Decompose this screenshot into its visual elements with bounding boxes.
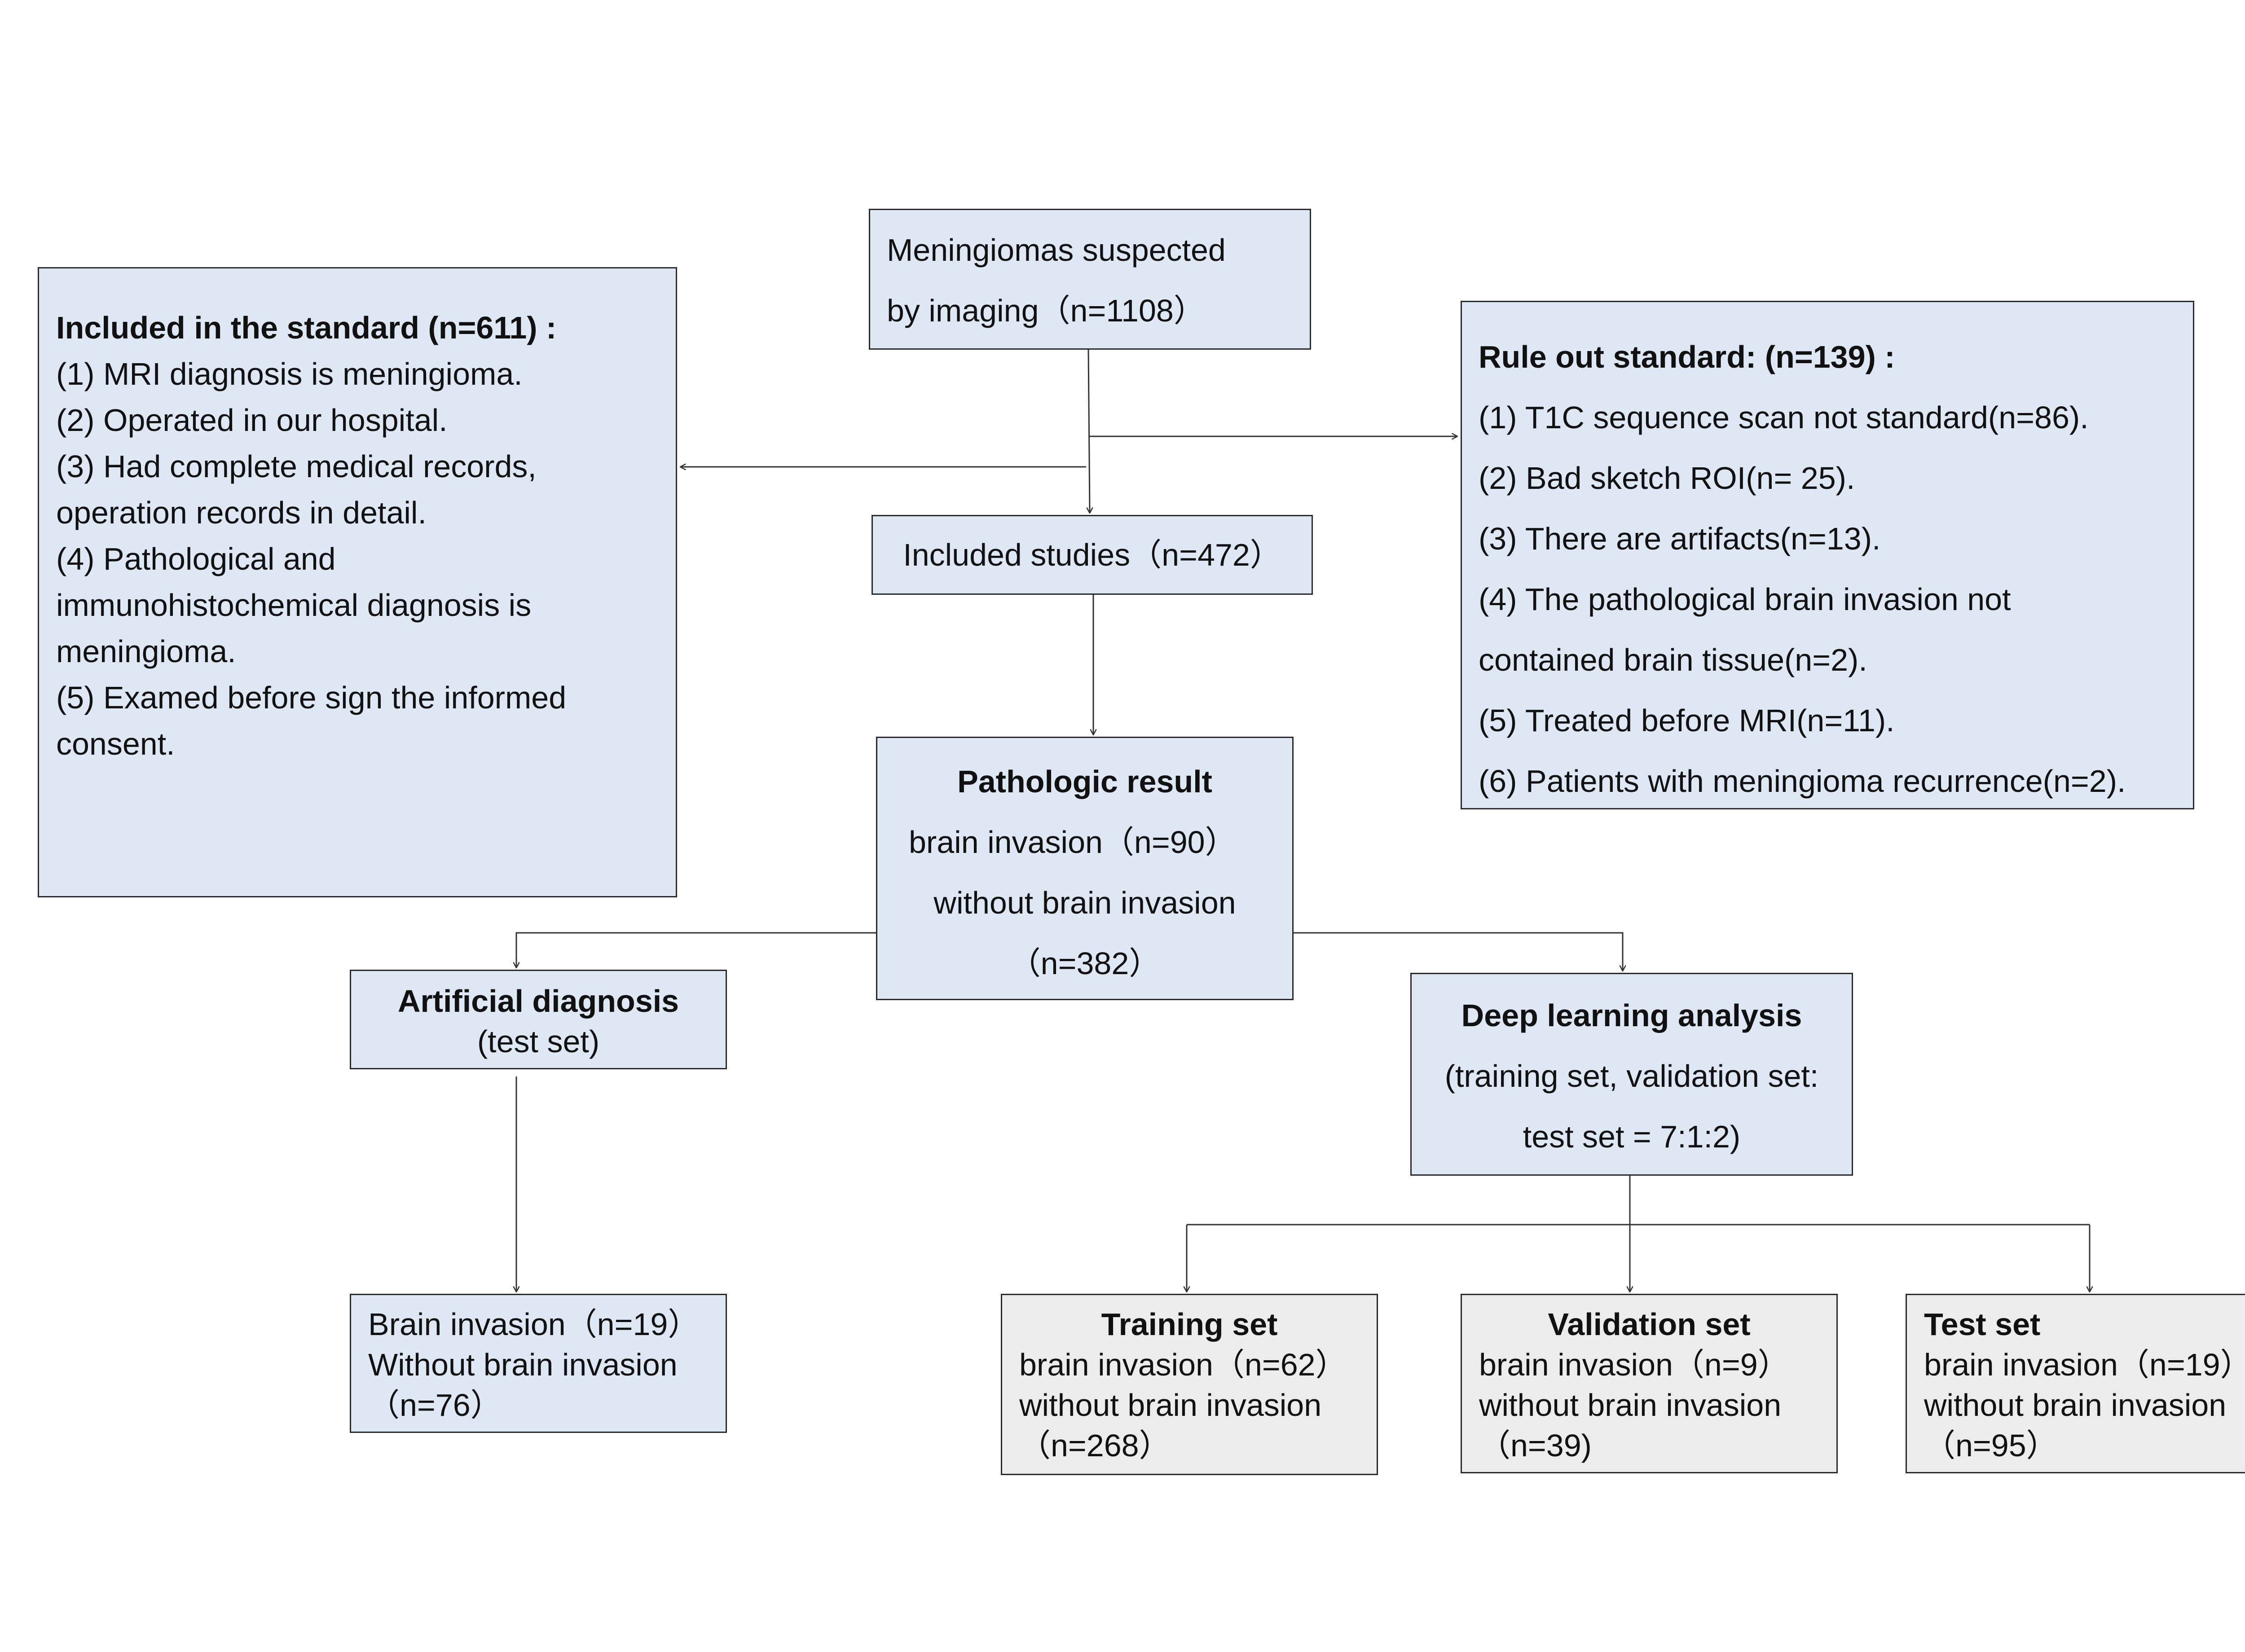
exclusion-line: (6) Patients with meningioma recurrence(…: [1479, 764, 2126, 799]
inclusion-line: (1) MRI diagnosis is meningioma.: [56, 356, 523, 391]
inclusion-line: (3) Had complete medical records,: [56, 449, 537, 484]
deep-learning-title: Deep learning analysis: [1461, 998, 1802, 1033]
training-set-box: Training set brain invasion（n=62） withou…: [1001, 1294, 1378, 1475]
artificial-title: Artificial diagnosis: [397, 984, 679, 1019]
inclusion-line: (5) Examed before sign the informed: [56, 680, 567, 715]
validation-title: Validation set: [1548, 1307, 1751, 1342]
pathologic-line-3: （n=382）: [1009, 946, 1161, 981]
test-title: Test set: [1924, 1307, 2041, 1342]
training-line-1: brain invasion（n=62）: [1019, 1347, 1347, 1382]
exclusion-title: Rule out standard: (n=139) :: [1479, 339, 1895, 374]
validation-line-3: （n=39): [1479, 1428, 1592, 1463]
inclusion-line: immunohistochemical diagnosis is: [56, 588, 532, 623]
test-line-3: （n=95）: [1924, 1428, 2058, 1463]
test-line-1: brain invasion（n=19）: [1924, 1347, 2245, 1382]
deep-learning-box: Deep learning analysis (training set, va…: [1410, 973, 1853, 1176]
artificial-result-line-2: Without brain invasion: [368, 1347, 678, 1382]
inclusion-line: meningioma.: [56, 634, 236, 669]
inclusion-line: (2) Operated in our hospital.: [56, 403, 448, 438]
artificial-result-box: Brain invasion（n=19） Without brain invas…: [350, 1294, 727, 1433]
validation-set-box: Validation set brain invasion（n=9） witho…: [1461, 1294, 1838, 1473]
arrow-top-to-studies: [1088, 349, 1090, 513]
pathologic-title: Pathologic result: [957, 764, 1212, 799]
inclusion-line: consent.: [56, 726, 175, 761]
inclusion-line: operation records in detail.: [56, 495, 427, 530]
arrow-pathologic-to-deep: [1294, 932, 1623, 971]
inclusion-title: Included in the standard (n=611) :: [56, 310, 557, 345]
test-set-box: Test set brain invasion（n=19） without br…: [1906, 1294, 2245, 1473]
exclusion-line: (2) Bad sketch ROI(n= 25).: [1479, 461, 1855, 496]
validation-line-2: without brain invasion: [1479, 1388, 1782, 1423]
exclusion-line: (5) Treated before MRI(n=11).: [1479, 703, 1895, 738]
inclusion-criteria-box: Included in the standard (n=611) : (1) M…: [38, 267, 677, 897]
validation-line-1: brain invasion（n=9）: [1479, 1347, 1789, 1382]
inclusion-line: (4) Pathological and: [56, 541, 336, 576]
training-title: Training set: [1101, 1307, 1278, 1342]
top-line-2: by imaging（n=1108）: [887, 293, 1205, 328]
pathologic-line-1: brain invasion（n=90）: [909, 825, 1237, 860]
arrow-pathologic-to-artificial: [516, 932, 876, 967]
top-line-1: Meningiomas suspected: [887, 233, 1226, 268]
training-line-3: （n=268）: [1019, 1428, 1171, 1463]
pathologic-result-box: Pathologic result brain invasion（n=90） w…: [876, 737, 1294, 1000]
exclusion-line: (3) There are artifacts(n=13).: [1479, 521, 1881, 556]
included-studies-label: Included studies（n=472）: [903, 537, 1281, 572]
deep-learning-line-2: test set = 7:1:2): [1523, 1119, 1741, 1154]
artificial-diagnosis-box: Artificial diagnosis (test set): [350, 970, 727, 1069]
artificial-result-line-1: Brain invasion（n=19）: [368, 1307, 700, 1342]
training-line-2: without brain invasion: [1019, 1388, 1322, 1423]
exclusion-line: (1) T1C sequence scan not standard(n=86)…: [1479, 400, 2089, 435]
artificial-result-line-3: （n=76）: [368, 1388, 502, 1423]
included-studies-box: Included studies（n=472）: [872, 515, 1313, 595]
pathologic-line-2: without brain invasion: [933, 885, 1236, 920]
exclusion-line: contained brain tissue(n=2).: [1479, 642, 1867, 677]
test-line-2: without brain invasion: [1924, 1388, 2227, 1423]
exclusion-criteria-box: Rule out standard: (n=139) : (1) T1C seq…: [1461, 301, 2194, 809]
suspected-meningiomas-box: Meningiomas suspected by imaging（n=1108）: [869, 209, 1311, 350]
artificial-subtitle: (test set): [477, 1024, 600, 1059]
deep-learning-line-1: (training set, validation set:: [1444, 1059, 1819, 1094]
exclusion-line: (4) The pathological brain invasion not: [1479, 582, 2011, 617]
